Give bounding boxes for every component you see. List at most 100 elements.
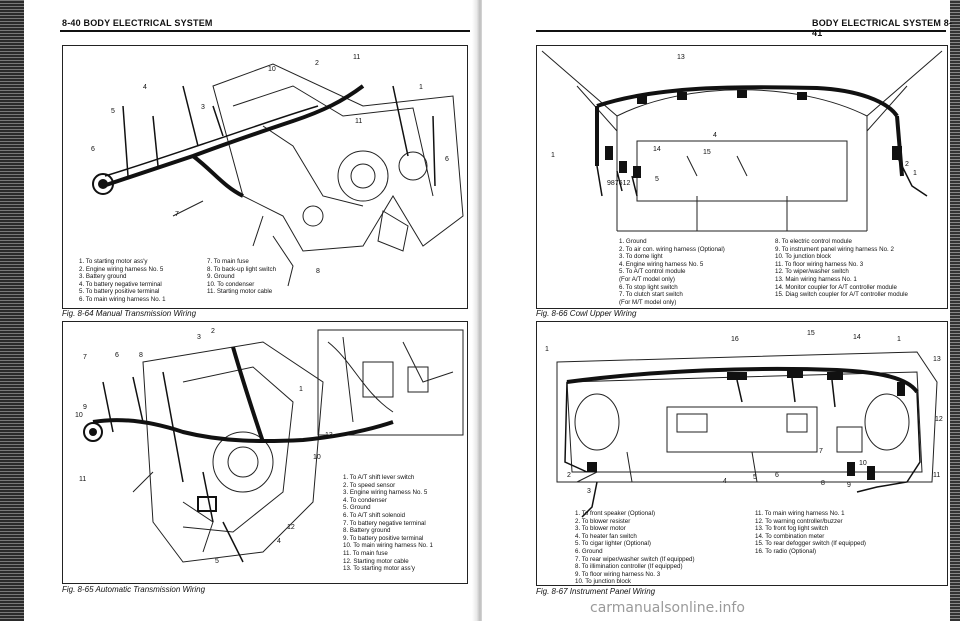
scan-edge-right [950,0,960,621]
fig67-callout-5: 5 [753,474,757,481]
fig66-callout-14: 14 [653,146,661,153]
fig65-callout-10b: 10 [313,454,321,461]
fig65-callout-6: 6 [115,352,119,359]
fig67-callout-8: 8 [821,480,825,487]
legend-item: 13. To front fog light switch [755,525,829,533]
legend-item: 10. To condenser [207,280,255,288]
fig67-legend-col1: 1. To front speaker (Optional) 2. To blo… [575,510,695,586]
legend-item: 8. Battery ground [343,527,391,535]
fig64-callout-2: 2 [315,60,319,67]
fig67-callout-9: 9 [847,482,851,489]
legend-item: 6. To A/T shift solenoid [343,511,406,519]
legend-item: 4. To condenser [343,496,387,504]
legend-item: (For M/T model only) [619,298,677,306]
scan-edge-left [0,0,24,621]
fig65-callout-12: 12 [287,524,295,531]
left-page-header: 8-40 BODY ELECTRICAL SYSTEM [62,18,213,28]
fig64-callout-5: 5 [111,108,115,115]
legend-item: 12. To warning controller/buzzer [755,517,843,525]
fig66-callout-1a: 1 [551,152,555,159]
legend-item: 14. To combination meter [755,532,825,540]
legend-item: 12. To wiper/washer switch [775,268,849,276]
fig-8-65-drawing [83,329,464,563]
legend-item: 2. Engine wiring harness No. 5 [79,265,164,273]
fig67-callout-2: 2 [567,472,571,479]
legend-item: 15. Diag switch coupler for A/T controll… [775,291,908,299]
fig64-callout-9: 10 [268,66,276,73]
fig67-callout-13: 13 [933,356,941,363]
legend-item: 5. To A/T control module [619,268,686,276]
legend-item: 3. To dome light [619,253,663,261]
fig-8-64-drawing [92,63,464,287]
fig-8-64-diagram: 10 2 11 1 4 3 5 11 6 6 7 8 1. To startin… [62,45,468,309]
right-page: BODY ELECTRICAL SYSTEM 8-41 [482,0,960,621]
fig66-callout-5: 5 [655,176,659,183]
fig66-callout-1b: 1 [913,170,917,177]
fig64-callout-3: 3 [201,104,205,111]
fig-8-66-drawing [541,50,943,232]
fig64-legend-col2: 7. To main fuse 8. To back-up light swit… [207,258,276,296]
fig65-legend: 1. To A/T shift lever switch 2. To speed… [343,474,433,573]
legend-item: 12. Starting motor cable [343,557,409,565]
legend-item: 11. To main wiring harness No. 1 [755,510,845,517]
fig64-callout-4: 4 [143,84,147,91]
legend-item: 8. To back-up light switch [207,265,277,273]
left-page: 8-40 BODY ELECTRICAL SYSTEM [0,0,478,621]
legend-item: 10. To junction block [575,578,631,586]
fig64-callout-11: 11 [355,118,363,125]
legend-item: 5. To cigar lighter (Optional) [575,540,651,548]
legend-item: 10. To main wiring harness No. 1 [343,542,433,550]
fig65-callout-3: 3 [197,334,201,341]
legend-item: 7. To rear wiper/washer switch (If equip… [575,555,695,563]
legend-item: 4. Engine wiring harness No. 5 [619,260,704,268]
legend-item: 1. To front speaker (Optional) [575,510,656,517]
legend-item: 3. Battery ground [79,273,127,281]
legend-item: 6. To stop light switch [619,283,678,291]
legend-item: 5. To battery positive terminal [79,288,160,296]
fig66-callout-3: 3 [893,150,897,157]
legend-item: 1. To A/T shift lever switch [343,474,415,481]
legend-item: 11. To floor wiring harness No. 3 [775,260,864,268]
fig64-callout-6b: 6 [445,156,449,163]
legend-item: 1. To starting motor ass'y [79,258,148,265]
legend-item: 4. To battery negative terminal [79,280,162,288]
fig67-callout-14: 14 [853,334,861,341]
left-header-rule [60,30,470,32]
fig67-callout-7: 7 [819,448,823,455]
legend-item: 6. Ground [575,547,603,555]
legend-item: 4. To heater fan switch [575,532,637,540]
legend-item: 6. To main wiring harness No. 1 [79,295,166,303]
fig65-callout-2: 2 [211,328,215,335]
fig67-callout-15: 15 [807,330,815,337]
right-page-header: BODY ELECTRICAL SYSTEM 8-41 [812,18,953,38]
legend-item: 7. To clutch start switch [619,291,683,299]
legend-item: 7. To main fuse [207,258,249,265]
fig65-callout-13: 13 [325,432,333,439]
legend-item: 3. Engine wiring harness No. 5 [343,489,428,497]
fig66-callout-987612: 987612 [607,180,631,187]
fig64-callout-8: 8 [316,268,320,275]
legend-item: (For A/T model only) [619,275,675,283]
legend-item: 11. Starting motor cable [207,288,273,296]
fig65-callout-1: 1 [299,386,303,393]
fig67-callout-6: 6 [775,472,779,479]
fig67-callout-11: 11 [933,472,941,479]
fig66-callout-13: 13 [677,54,685,61]
fig67-callout-4: 4 [723,478,727,485]
fig65-callout-11: 11 [79,476,87,483]
fig66-callout-2: 2 [905,161,909,168]
fig65-callout-7: 7 [83,354,87,361]
fig64-legend-col1: 1. To starting motor ass'y 2. Engine wir… [79,258,166,304]
legend-item: 5. Ground [343,504,371,512]
legend-item: 2. To speed sensor [343,481,396,489]
fig-8-67-diagram: 16 15 14 1 1 13 12 11 10 9 8 7 6 5 4 3 2… [536,321,948,586]
fig67-callout-10: 10 [859,460,867,467]
fig65-callout-4: 4 [277,538,281,545]
legend-item: 8. To illimination controller (If equipp… [575,563,683,571]
fig-8-65-caption: Fig. 8-65 Automatic Transmission Wiring [62,585,206,594]
legend-item: 9. Ground [207,273,235,281]
legend-item: 13. To starting motor ass'y [343,565,415,573]
legend-item: 8. To electric control module [775,238,852,245]
fig64-callout-1: 1 [419,84,423,91]
legend-item: 7. To battery negative terminal [343,519,426,527]
